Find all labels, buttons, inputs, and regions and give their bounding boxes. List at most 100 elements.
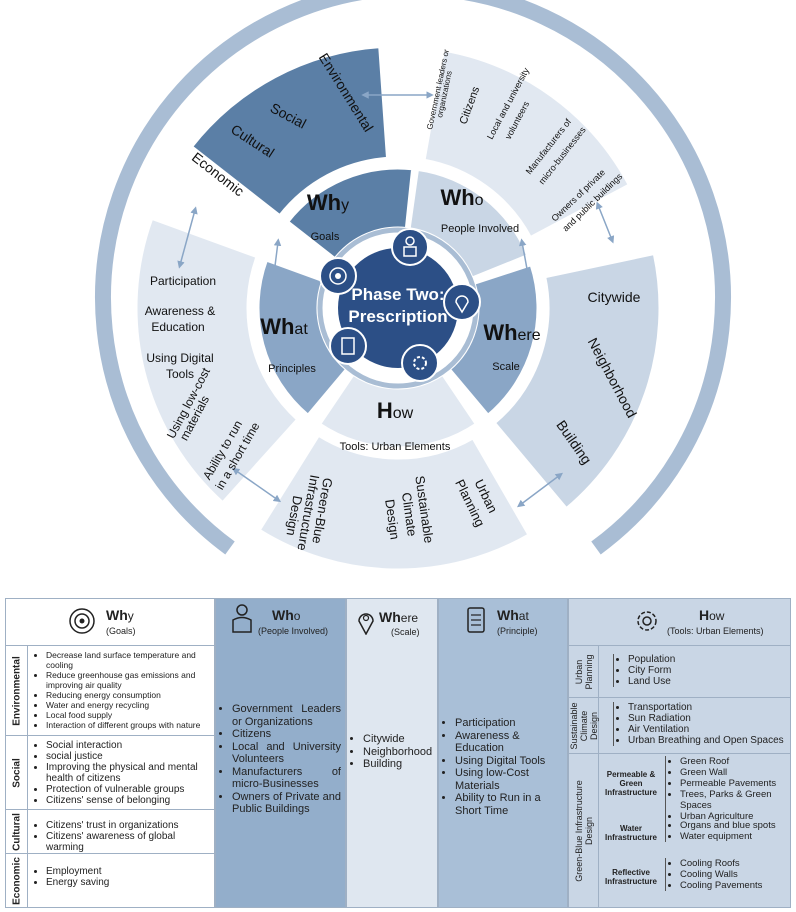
- who-sub: (People Involved): [258, 626, 329, 636]
- list-item: Permeable Pavements: [680, 778, 790, 789]
- why-row-cultural: Cultural Citizens' trust in organization…: [6, 809, 214, 853]
- list-item: Citizens' sense of belonging: [46, 795, 212, 806]
- center-hub: [338, 248, 458, 368]
- how-row-urban-planning: Urban Planning Population City Form Land…: [569, 645, 790, 697]
- what-header: What (Principle): [439, 599, 567, 645]
- list-item: Owners of Private and Public Buildings: [232, 791, 341, 816]
- list-item: Ability to Run in a Short Time: [455, 792, 563, 817]
- why-row-economic: Economic Employment Energy saving: [6, 853, 214, 907]
- list-item: Sun Radiation: [628, 713, 788, 724]
- how-head: H: [699, 607, 710, 623]
- what-outer-digital-2: Tools: [166, 367, 194, 381]
- location-icon: [358, 613, 374, 635]
- list-item: Government Leaders or Organizations: [232, 703, 341, 728]
- list-item: Cooling Roofs: [680, 858, 790, 869]
- how-inner-sub: Tools: Urban Elements: [340, 441, 451, 453]
- list-item: Urban Breathing and Open Spaces: [628, 735, 788, 746]
- who-tail: o: [293, 609, 301, 623]
- why-outer-sector: [189, 45, 390, 218]
- how-inner-label: How: [377, 398, 414, 423]
- who-inner-sub: People Involved: [441, 223, 519, 235]
- list-item: Green Roof: [680, 756, 790, 767]
- why-inner-label: Why: [307, 190, 349, 215]
- what-outer-awareness-2: Education: [151, 320, 204, 334]
- why-head: Wh: [106, 607, 128, 623]
- center-title-line2: Prescription: [348, 307, 447, 326]
- sub-permeable: Permeable & Green Infrastructure: [604, 770, 657, 797]
- sub-reflective: Reflective Infrastructure: [604, 868, 657, 886]
- list-item: Awareness & Education: [455, 730, 563, 755]
- table-col-how: How (Tools: Urban Elements) Urban Planni…: [568, 598, 791, 908]
- list-item: Using Digital Tools: [455, 755, 563, 768]
- arrow-why-inner: [268, 238, 282, 294]
- why-label-social: Social: [11, 757, 22, 788]
- list-item: Reduce greenhouse gas emissions and impr…: [46, 670, 212, 690]
- list-item: Local food supply: [46, 710, 212, 720]
- list-item: Citywide: [363, 733, 433, 746]
- why-sub: (Goals): [106, 626, 136, 636]
- what-tail: at: [518, 609, 529, 623]
- why-row-environmental: Environmental Decrease land surface temp…: [6, 645, 214, 735]
- arrow-what-why: [177, 206, 198, 269]
- who-outer-sector: [422, 48, 632, 240]
- why-label-environmental: Environmental: [11, 655, 22, 726]
- list-item: Participation: [455, 717, 563, 730]
- what-outer-awareness-1: Awareness &: [145, 304, 215, 318]
- list-item: Citizens' awareness of global warming: [46, 831, 212, 853]
- sub-water: Water Infrastructure: [604, 824, 657, 842]
- list-item: Local and University Volunteers: [232, 741, 341, 766]
- list-item: Protection of vulnerable groups: [46, 784, 212, 795]
- why-tail: y: [127, 609, 134, 623]
- gear-icon: [401, 344, 439, 382]
- why-row-social: Social Social interaction social justice…: [6, 735, 214, 809]
- where-tail: ere: [400, 611, 419, 625]
- list-item: Improving the physical and mental health…: [46, 762, 212, 784]
- where-outer-citywide: Citywide: [588, 289, 641, 305]
- what-inner-sub: Principles: [268, 363, 316, 375]
- arrow-how-what: [231, 467, 282, 503]
- what-head: Wh: [497, 607, 519, 623]
- where-inner-sub: Scale: [492, 361, 520, 373]
- how-header: How (Tools: Urban Elements): [569, 599, 790, 646]
- list-item: Using low-Cost Materials: [455, 767, 563, 792]
- where-sub: (Scale): [391, 627, 420, 637]
- what-outer-participation: Participation: [150, 274, 216, 288]
- where-head: Wh: [379, 609, 401, 625]
- hub-icons: [319, 228, 481, 382]
- list-item: Energy saving: [46, 877, 212, 888]
- why-label-cultural: Cultural: [11, 812, 22, 851]
- list-item: Population: [628, 654, 788, 665]
- list-item: City Form: [628, 665, 788, 676]
- where-header: Where (Scale): [347, 599, 437, 645]
- table-col-who: Who (People Involved) Government Leaders…: [215, 598, 346, 908]
- list-item: Urban Agriculture: [680, 811, 790, 822]
- list-item: Water equipment: [680, 831, 790, 842]
- who-header: Who (People Involved): [216, 599, 345, 645]
- how-outer-design1: Design: [382, 498, 402, 540]
- cycle-diagram: Phase Two: Prescription Why Goals Who Pe…: [95, 0, 731, 572]
- list-item: Social interaction: [46, 740, 212, 751]
- person-icon: [232, 604, 252, 633]
- center-title-line1: Phase Two:: [351, 285, 444, 304]
- scroll-icon: [467, 607, 485, 633]
- how-row-sustainable: Sustainable Climate Design Transportatio…: [569, 697, 790, 753]
- list-item: Building: [363, 758, 433, 771]
- what-sub: (Principle): [497, 626, 538, 636]
- list-item: Interaction of different groups with nat…: [46, 720, 212, 730]
- list-item: Land Use: [628, 676, 788, 687]
- list-item: Decrease land surface temperature and co…: [46, 650, 212, 670]
- gear-icon: [637, 611, 657, 631]
- how-outer-climate: Climate: [399, 492, 420, 538]
- what-outer-digital-1: Using Digital: [146, 351, 213, 365]
- list-item: Cooling Pavements: [680, 880, 790, 891]
- why-label-economic: Economic: [11, 856, 22, 905]
- list-item: Neighborhood: [363, 746, 433, 759]
- list-item: Employment: [46, 866, 212, 877]
- what-inner-label: What: [260, 314, 308, 339]
- list-item: Green Wall: [680, 767, 790, 778]
- arrow-who-where: [595, 201, 615, 244]
- where-outer-sector: [492, 251, 662, 511]
- list-item: Manufacturers of micro-Businesses: [232, 766, 341, 791]
- list-item: Citizens' trust in organizations: [46, 820, 212, 831]
- list-item: Trees, Parks & Green Spaces: [680, 789, 790, 811]
